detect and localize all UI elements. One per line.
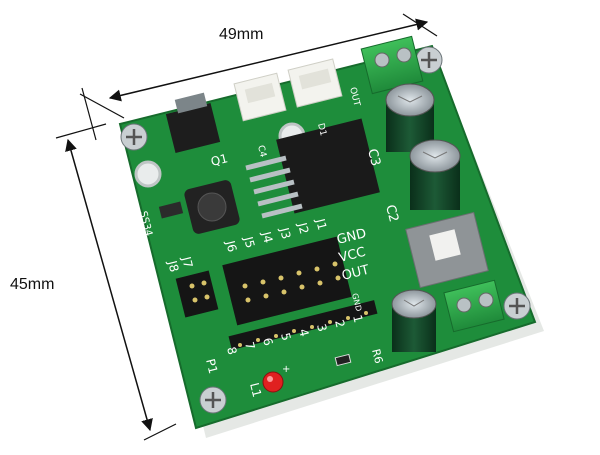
label-num-4: 4	[296, 327, 311, 338]
label-num-1: 1	[350, 313, 365, 324]
electrolytic-capacitor-icon	[391, 289, 437, 352]
label-c4: C4	[255, 144, 268, 158]
pin-header-p1	[228, 300, 378, 350]
width-dimension-label: 49mm	[219, 26, 264, 43]
label-num-7: 7	[242, 340, 257, 351]
label-out: OUT	[340, 263, 371, 284]
screw-icon	[120, 123, 148, 151]
terminal-block-bottom	[443, 279, 505, 333]
label-led-l1: L1	[247, 381, 264, 398]
label-gnd-small: GND	[350, 292, 363, 312]
label-p1: P1	[203, 357, 220, 375]
screw-icon	[199, 386, 227, 414]
ss34-diode	[158, 201, 184, 219]
potentiometer	[405, 211, 489, 289]
white-connector-1	[233, 72, 287, 122]
label-j2: J2	[295, 220, 312, 235]
height-dimension	[55, 87, 177, 441]
label-out-conn: OUT	[347, 86, 361, 108]
label-num-8: 8	[224, 345, 239, 356]
smd-resistor	[334, 353, 352, 367]
electrolytic-capacitor-icon	[409, 139, 461, 210]
screw-icon	[503, 292, 531, 320]
label-vcc: VCC	[337, 245, 367, 266]
screw-icon	[415, 46, 443, 74]
label-c3: C3	[364, 147, 383, 167]
label-j3: J3	[277, 225, 294, 240]
label-num-5: 5	[278, 331, 293, 342]
ic-chip-icon	[245, 118, 380, 219]
inductor-icon	[184, 180, 240, 234]
label-c2: C2	[382, 203, 401, 223]
label-num-6: 6	[260, 336, 275, 347]
label-r6: R6	[369, 348, 385, 365]
label-plus: +	[282, 364, 290, 375]
pin-header-j7-j8	[175, 270, 219, 318]
white-connector-2	[287, 58, 343, 108]
label-j4: J4	[259, 229, 276, 244]
label-j8: J8	[165, 258, 182, 273]
width-dimension	[79, 13, 438, 119]
label-j7: J7	[179, 254, 196, 269]
label-num-3: 3	[314, 322, 329, 333]
electrolytic-capacitor-icon	[385, 83, 435, 152]
label-num-2: 2	[332, 318, 347, 329]
height-dimension-label: 45mm	[10, 276, 55, 293]
label-j6: J6	[223, 238, 240, 253]
label-j1: J1	[313, 216, 330, 231]
terminal-block-top	[360, 35, 424, 95]
label-j5: J5	[241, 234, 258, 249]
pin-header-j1-j6	[222, 236, 352, 326]
q1-transistor	[165, 92, 221, 153]
label-gnd: GND	[335, 226, 368, 248]
red-led-icon	[262, 371, 284, 393]
label-q1: Q1	[209, 151, 229, 169]
silkscreen: Q1 SS34 C3 C2 J8 J7 J6 J5 J4 J3 J2 J1 GN…	[137, 86, 401, 398]
label-d1: D1	[315, 122, 328, 137]
